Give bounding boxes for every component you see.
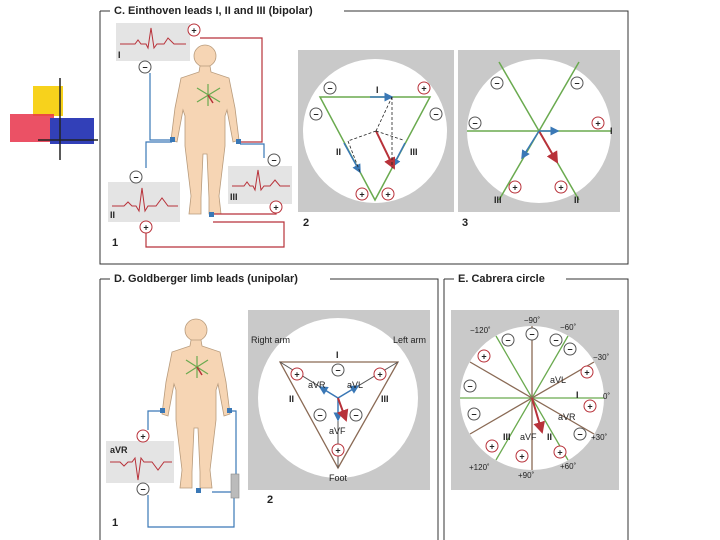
angle-minus-90: −90˚	[524, 316, 541, 325]
section-e: E. Cabrera circle −90˚ −120˚ −60˚ −30˚ 0…	[443, 273, 629, 540]
svg-text:−: −	[567, 345, 572, 355]
avl-axis-label: aVL	[347, 380, 363, 390]
svg-text:I: I	[376, 85, 379, 95]
svg-text:−: −	[494, 79, 499, 89]
left-arm-label: Left arm	[393, 335, 426, 345]
angle-plus-30: +30˚	[591, 433, 608, 442]
avf-axis-label: aVF	[329, 426, 346, 436]
svg-text:I: I	[336, 350, 339, 360]
section-e-title: E. Cabrera circle	[458, 273, 545, 285]
svg-text:−: −	[335, 366, 340, 376]
svg-text:+: +	[512, 183, 517, 193]
svg-text:II: II	[574, 195, 579, 205]
svg-text:+: +	[140, 432, 145, 442]
plus-symbol	[187, 23, 201, 37]
panel-c3: I III II − − − + + + 3	[458, 50, 620, 229]
svg-text:+: +	[557, 448, 562, 458]
svg-text:+: +	[191, 26, 196, 36]
svg-text:+: +	[273, 203, 278, 213]
svg-text:+: +	[558, 183, 563, 193]
section-d: D. Goldberger limb leads (unipolar) aVR …	[99, 273, 439, 540]
panel-d1: aVR + − 1	[106, 318, 240, 529]
svg-text:−: −	[505, 336, 510, 346]
lead-iii-label: III	[230, 192, 238, 202]
logo-decoration	[10, 78, 98, 160]
svg-text:+: +	[294, 370, 299, 380]
section-c-title: C. Einthoven leads I, II and III (bipola…	[114, 5, 313, 17]
svg-text:+: +	[359, 190, 364, 200]
svg-text:−: −	[317, 411, 322, 421]
svg-text:−: −	[529, 330, 534, 340]
svg-text:−: −	[142, 63, 147, 73]
svg-text:−: −	[133, 173, 138, 183]
svg-text:aVL: aVL	[550, 375, 566, 385]
angle-plus-90: +90˚	[518, 471, 535, 480]
angle-minus-60: −60˚	[560, 323, 577, 332]
foot-label: Foot	[329, 473, 348, 483]
svg-text:−: −	[327, 84, 332, 94]
svg-text:+: +	[489, 442, 494, 452]
svg-text:II: II	[336, 147, 341, 157]
svg-text:−: −	[471, 410, 476, 420]
svg-text:+: +	[587, 402, 592, 412]
lead-i-label: I	[118, 50, 121, 60]
angle-plus-60: +60˚	[560, 462, 577, 471]
avr-axis-label: aVR	[308, 380, 326, 390]
section-c: C. Einthoven leads I, II and III (bipola…	[99, 5, 629, 265]
section-d-title: D. Goldberger limb leads (unipolar)	[114, 273, 298, 285]
svg-text:II: II	[547, 432, 552, 442]
svg-text:I: I	[610, 126, 613, 136]
minus-symbol	[138, 60, 152, 74]
svg-text:−: −	[577, 430, 582, 440]
angle-0: 0˚	[603, 392, 610, 401]
svg-text:+: +	[143, 223, 148, 233]
panel-c2: I II III − + − − + + 2	[298, 50, 454, 229]
svg-text:+: +	[385, 190, 390, 200]
svg-text:+: +	[421, 84, 426, 94]
svg-text:−: −	[553, 336, 558, 346]
svg-text:−: −	[313, 110, 318, 120]
svg-text:III: III	[381, 394, 389, 404]
panel-d2: Right arm Left arm Foot I II III aVR aVL…	[248, 310, 430, 506]
panel-d2-number: 2	[267, 494, 273, 506]
panel-c1: I + − II − + III −	[108, 23, 292, 249]
svg-text:+: +	[595, 119, 600, 129]
svg-text:−: −	[433, 110, 438, 120]
svg-text:−: −	[574, 79, 579, 89]
svg-text:+: +	[519, 452, 524, 462]
svg-text:−: −	[140, 485, 145, 495]
angle-plus-120: +120˚	[469, 463, 490, 472]
svg-text:+: +	[335, 446, 340, 456]
svg-text:aVF: aVF	[520, 432, 537, 442]
avr-ecg-label: aVR	[110, 445, 128, 455]
svg-text:−: −	[467, 382, 472, 392]
svg-text:III: III	[503, 432, 511, 442]
panel-c1-number: 1	[112, 237, 118, 249]
panel-c2-number: 2	[303, 217, 309, 229]
svg-text:−: −	[472, 119, 477, 129]
svg-text:I: I	[576, 390, 579, 400]
right-arm-label: Right arm	[251, 335, 290, 345]
svg-text:II: II	[289, 394, 294, 404]
panel-c3-number: 3	[462, 217, 468, 229]
svg-text:III: III	[494, 195, 502, 205]
svg-text:−: −	[353, 411, 358, 421]
svg-text:+: +	[481, 352, 486, 362]
angle-minus-30: −30˚	[593, 353, 610, 362]
svg-text:aVR: aVR	[558, 412, 576, 422]
svg-text:+: +	[584, 368, 589, 378]
svg-text:+: +	[377, 370, 382, 380]
svg-text:−: −	[271, 156, 276, 166]
lead-ii-label: II	[110, 210, 115, 220]
svg-text:III: III	[410, 147, 418, 157]
panel-d1-number: 1	[112, 517, 118, 529]
angle-minus-120: −120˚	[470, 326, 491, 335]
